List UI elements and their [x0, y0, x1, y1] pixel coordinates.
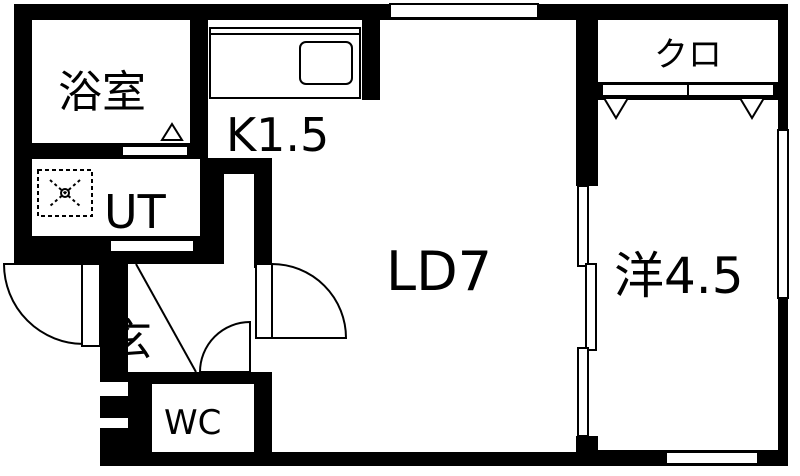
bath-door-arrow	[160, 122, 184, 141]
wall-left-block-2	[100, 396, 128, 418]
room-label-kitchen: K1.5	[226, 108, 329, 162]
room-ld-upper-fill	[380, 20, 576, 100]
room-label-closet: クロ	[654, 35, 722, 75]
closet-door-left	[601, 83, 689, 97]
room-western-fill	[598, 100, 778, 450]
washer-space-cross-2	[49, 179, 81, 207]
front-door-leaf	[81, 263, 101, 347]
bath-door	[121, 122, 189, 157]
wall-wc-right	[254, 372, 272, 466]
room-label-living: LD7	[386, 240, 492, 303]
washer-space-icon	[37, 169, 93, 217]
wall-left-block-3	[100, 428, 128, 466]
wall-western-left-lower	[576, 436, 598, 466]
room-label-toilet: WC	[164, 403, 221, 443]
wall-ld-left	[254, 158, 272, 268]
wall-entry-top	[14, 250, 104, 264]
front-door-swing	[2, 263, 85, 346]
room-label-utility: UT	[104, 185, 167, 239]
ld-door-swing	[271, 262, 348, 339]
wall-wc-bottom	[128, 452, 270, 466]
kitchen-counter	[209, 27, 361, 99]
window-bottom-western	[665, 451, 759, 465]
sink-icon	[299, 41, 353, 85]
wall-left-upper	[14, 4, 32, 266]
ld-door-leaf	[255, 263, 273, 339]
room-bath-fill	[32, 20, 190, 143]
windows	[389, 3, 789, 465]
line-ld-right	[576, 20, 598, 186]
sliding-panel-1	[577, 185, 589, 267]
wall-wc-left	[128, 372, 152, 466]
washer-space-box	[37, 169, 93, 217]
sliding-panel-3	[577, 347, 589, 437]
washer-space-drain	[60, 188, 70, 198]
entrance-step-line	[135, 263, 197, 373]
sliding-panel-2	[585, 263, 597, 351]
closet-arrow-right	[738, 97, 766, 120]
wall-left-block-1	[100, 262, 128, 382]
closet-arrow-left	[602, 97, 630, 120]
wall-bath-right	[190, 4, 208, 164]
closet-door-right	[687, 83, 775, 97]
sliding-door-ld-western	[577, 185, 597, 437]
kitchen-counter-outline	[209, 27, 361, 99]
room-label-entrance: 玄	[108, 315, 152, 366]
line-kitchen-ld	[362, 20, 380, 100]
wc-door-swing	[198, 320, 251, 373]
room-label-western: 洋4.5	[614, 247, 744, 305]
room-closet-fill	[598, 20, 778, 82]
window-right-western	[777, 129, 789, 299]
ld-door	[255, 262, 348, 339]
window-top-ld	[389, 3, 539, 19]
bath-door-panel	[121, 145, 189, 157]
partition-lines	[362, 20, 598, 186]
room-wc-fill	[152, 384, 254, 452]
wall-bottom-ld	[268, 452, 578, 466]
front-door	[2, 263, 101, 347]
ut-door-panel	[109, 239, 195, 253]
closet-doors	[601, 83, 775, 120]
wc-door	[198, 320, 251, 373]
wall-wc-top	[128, 372, 254, 384]
room-label-bath: 浴室	[58, 67, 146, 118]
